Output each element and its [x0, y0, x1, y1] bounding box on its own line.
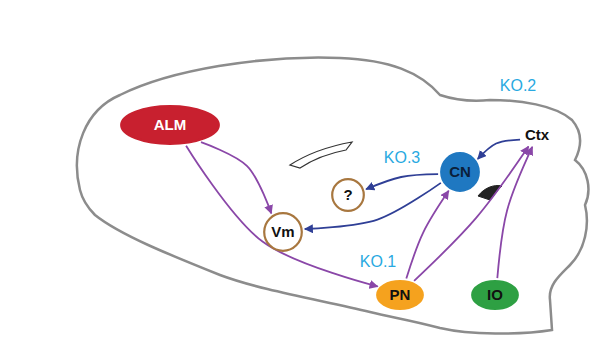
- region-outline: [121, 106, 219, 144]
- region-outline: [332, 179, 364, 211]
- projection-arrow: [201, 142, 271, 213]
- region-ellipse: PN: [376, 280, 424, 310]
- region-name: Vm: [271, 224, 294, 241]
- brain-outline: [77, 58, 588, 334]
- region-name: Ctx: [525, 127, 549, 144]
- ventricle-mark: [478, 185, 502, 200]
- region-name: PN: [390, 287, 411, 304]
- projection-arrow: [406, 191, 448, 279]
- projection-arrow: [478, 140, 520, 159]
- projection-arrow: [305, 183, 441, 229]
- region-ellipse: ALM: [120, 105, 220, 145]
- region-name: ALM: [154, 117, 187, 134]
- region-name: ?: [343, 187, 352, 204]
- knockout-label: KO.3: [382, 149, 422, 167]
- knockout-label: KO.2: [498, 77, 538, 95]
- projection-arrow: [186, 146, 378, 287]
- projection-arrow: [497, 147, 532, 278]
- knockout-label: KO.1: [358, 253, 398, 271]
- region-outline: [377, 281, 423, 309]
- region-name: IO: [487, 287, 503, 304]
- region-name: CN: [449, 164, 471, 181]
- region-outline: [472, 281, 518, 309]
- region-outline: [264, 213, 302, 251]
- region-circle: ?: [331, 178, 365, 212]
- region-label: Ctx: [522, 125, 552, 145]
- projection-arrow: [414, 147, 528, 281]
- projection-arrow: [366, 174, 438, 189]
- region-ellipse: IO: [471, 280, 519, 310]
- region-circle: CN: [440, 152, 480, 192]
- hippocampus-mark: [290, 142, 352, 168]
- region-outline: [441, 153, 479, 191]
- region-circle: Vm: [263, 212, 303, 252]
